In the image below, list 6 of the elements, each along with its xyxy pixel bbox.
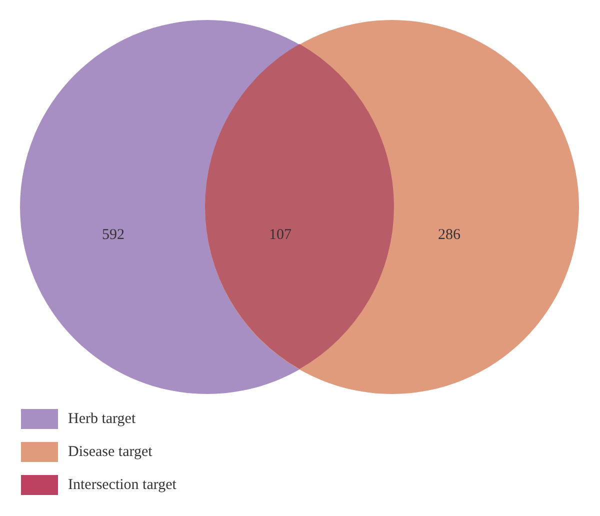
- region-count: 286: [438, 227, 460, 244]
- region-count: 592: [102, 227, 124, 244]
- legend-label: Disease target: [68, 443, 152, 462]
- legend-label: Herb target: [68, 410, 136, 429]
- region-count: 107: [269, 226, 292, 244]
- legend-label: Intersection target: [68, 476, 176, 495]
